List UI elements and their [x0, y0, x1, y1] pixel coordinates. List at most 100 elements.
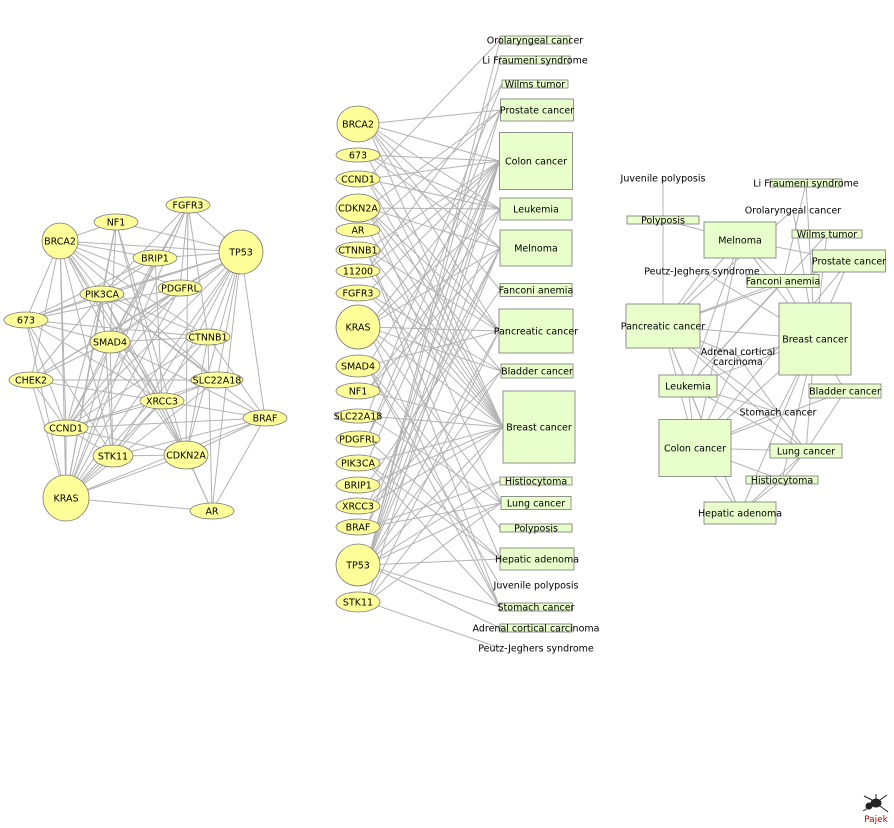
gene-node-chek2-left[interactable]: CHEK2 — [8, 371, 54, 389]
disease-node-li_fraumeni-middle[interactable]: Li Fraumeni syndrome — [482, 56, 588, 67]
disease-node-bladder-middle[interactable]: Bladder cancer — [500, 363, 574, 379]
disease-node-colon-middle[interactable]: Colon cancer — [499, 132, 573, 190]
spider-icon — [862, 794, 889, 813]
disease-node-orolaryngeal-right[interactable]: Orolaryngeal cancer — [745, 206, 841, 217]
gene-node-smad4-middle[interactable]: SMAD4 — [335, 354, 381, 378]
disease-node-melnoma-middle[interactable]: Melnoma — [499, 229, 573, 267]
disease-node-fanconi-right[interactable]: Fanconi anemia — [746, 274, 821, 288]
disease-node-histiocytoma-right[interactable]: Histiocytoma — [745, 476, 819, 487]
disease-node-lung-middle[interactable]: Lung cancer — [500, 496, 572, 510]
gene-node-fgfr3-middle[interactable]: FGFR3 — [335, 284, 381, 302]
disease-node-pancreatic-right[interactable]: Pancreatic cancer — [621, 303, 705, 349]
gene-node-slc22a18-middle[interactable]: SLC22A18 — [334, 408, 383, 424]
disease-node-leukemia-right[interactable]: Leukemia — [658, 374, 718, 398]
disease-node-box — [500, 98, 574, 122]
gene-gene-edge — [65, 341, 111, 429]
gene-node-tp53-middle[interactable]: TP53 — [335, 543, 381, 587]
disease-node-adrenal-middle[interactable]: Adrenal cortical carcinoma — [473, 624, 600, 635]
gene-gene-edge — [65, 293, 103, 499]
gene-node-stk11-left[interactable]: STK11 — [92, 444, 134, 468]
gene-node-tp53-left[interactable]: TP53 — [218, 229, 264, 275]
gene-node-stk11-middle[interactable]: STK11 — [335, 591, 381, 613]
gene-node-brca2-left[interactable]: BRCA2 — [41, 222, 79, 260]
gene-node-kras-left[interactable]: KRAS — [42, 474, 90, 522]
gene-node-shape — [89, 330, 131, 354]
disease-node-prostate-right[interactable]: Prostate cancer — [812, 249, 886, 273]
gene-node-label: TP53 — [345, 561, 370, 572]
gene-node-ctnnb1-middle[interactable]: CTNNB1 — [335, 241, 381, 259]
gene-node-cdkn2a-middle[interactable]: CDKN2A — [335, 193, 381, 223]
gene-gene-edge — [112, 417, 266, 457]
gene-node-ccnd1-left[interactable]: CCND1 — [43, 419, 89, 437]
gene-node-label: 673 — [17, 316, 35, 327]
disease-node-label: Peutz-Jeghers syndrome — [478, 644, 594, 655]
disease-node-li_fraumeni-right[interactable]: Li Fraumeni syndrome — [753, 179, 859, 190]
gene-disease-edge — [366, 480, 501, 528]
gene-node-673-middle[interactable]: 673 — [335, 147, 381, 163]
disease-disease-edge — [805, 390, 846, 452]
disease-node-pancreatic-middle[interactable]: Pancreatic cancer — [494, 308, 578, 354]
gene-node-673-left[interactable]: 673 — [3, 311, 49, 329]
disease-node-stomach-right[interactable]: Stomach cancer — [740, 408, 817, 419]
disease-node-breast-right[interactable]: Breast cancer — [778, 302, 852, 376]
gene-node-brip1-middle[interactable]: BRIP1 — [335, 476, 381, 494]
gene-gene-edge — [25, 319, 209, 338]
gene-node-pik3ca-middle[interactable]: PIK3CA — [335, 454, 381, 472]
gene-node-xrcc3-left[interactable]: XRCC3 — [139, 392, 185, 410]
gene-gene-edge — [25, 251, 242, 321]
gene-node-fgfr3-left[interactable]: FGFR3 — [165, 196, 211, 214]
gene-node-ccnd1-middle[interactable]: CCND1 — [335, 170, 381, 188]
gene-node-11200-middle[interactable]: 11200 — [335, 263, 381, 279]
disease-node-stomach-middle[interactable]: Stomach cancer — [498, 603, 575, 614]
gene-disease-edge — [366, 178, 504, 428]
gene-node-nf1-middle[interactable]: NF1 — [335, 382, 381, 400]
disease-node-polyposis-right[interactable]: Polyposis — [626, 216, 700, 227]
gene-disease-edge — [366, 154, 501, 210]
gene-node-ctnnb1-left[interactable]: CTNNB1 — [185, 328, 231, 346]
disease-node-fanconi-middle[interactable]: Fanconi anemia — [499, 283, 574, 297]
disease-node-wilms-right[interactable]: Wilms tumor — [791, 230, 863, 241]
disease-node-label: Lung cancer — [507, 499, 565, 510]
disease-node-box — [500, 496, 572, 510]
disease-node-bladder-right[interactable]: Bladder cancer — [808, 383, 882, 399]
gene-node-kras-middle[interactable]: KRAS — [335, 304, 381, 350]
gene-node-brca2-middle[interactable]: BRCA2 — [336, 105, 380, 143]
gene-gene-edge — [101, 293, 187, 456]
gene-node-xrcc3-middle[interactable]: XRCC3 — [335, 497, 381, 515]
disease-node-label: Orolaryngeal cancer — [487, 36, 583, 47]
disease-node-hepatic-right[interactable]: Hepatic adenoma — [698, 501, 782, 525]
disease-node-melnoma-right[interactable]: Melnoma — [703, 221, 777, 259]
disease-node-histiocytoma-middle[interactable]: Histiocytoma — [499, 477, 573, 488]
disease-node-colon-right[interactable]: Colon cancer — [658, 419, 732, 477]
disease-node-prostate-middle[interactable]: Prostate cancer — [500, 98, 574, 122]
disease-node-breast-middle[interactable]: Breast cancer — [502, 390, 576, 464]
gene-node-braf-left[interactable]: BRAF — [242, 409, 288, 427]
gene-disease-edge — [366, 160, 500, 440]
disease-node-juvenile-middle[interactable]: Juvenile polyposis — [493, 581, 579, 592]
gene-node-ar-left[interactable]: AR — [189, 502, 235, 520]
gene-node-pdgfrl-left[interactable]: PDGFRL — [157, 279, 203, 297]
gene-node-slc22a18-left[interactable]: SLC22A18 — [190, 371, 244, 389]
disease-node-leukemia-middle[interactable]: Leukemia — [499, 197, 573, 221]
gene-node-smad4-left[interactable]: SMAD4 — [89, 330, 131, 354]
disease-node-wilms-middle[interactable]: Wilms tumor — [501, 80, 569, 91]
gene-node-ar-middle[interactable]: AR — [335, 222, 381, 238]
disease-node-box — [502, 390, 576, 464]
disease-node-polyposis-middle[interactable]: Polyposis — [499, 524, 573, 535]
disease-node-peutz-middle[interactable]: Peutz-Jeghers syndrome — [478, 644, 594, 655]
disease-node-juvenile-right[interactable]: Juvenile polyposis — [620, 174, 706, 185]
pajek-label: Pajek — [864, 815, 889, 825]
gene-node-braf-middle[interactable]: BRAF — [335, 518, 381, 536]
gene-disease-edge — [366, 370, 502, 507]
gene-node-brip1-left[interactable]: BRIP1 — [132, 249, 178, 267]
disease-node-label: Bladder cancer — [501, 367, 573, 378]
gene-node-pik3ca-left[interactable]: PIK3CA — [79, 285, 125, 303]
disease-node-orolaryngeal-middle[interactable]: Orolaryngeal cancer — [487, 36, 583, 47]
gene-node-cdkn2a-left[interactable]: CDKN2A — [163, 440, 209, 470]
disease-node-peutz-right[interactable]: Peutz-Jeghers syndrome — [644, 267, 760, 278]
disease-node-hepatic-middle[interactable]: Hepatic adenoma — [495, 547, 579, 571]
gene-node-pdgfrl-middle[interactable]: PDGFRL — [335, 430, 381, 448]
disease-node-lung-right[interactable]: Lung cancer — [769, 443, 843, 459]
gene-node-nf1-left[interactable]: NF1 — [93, 213, 139, 231]
